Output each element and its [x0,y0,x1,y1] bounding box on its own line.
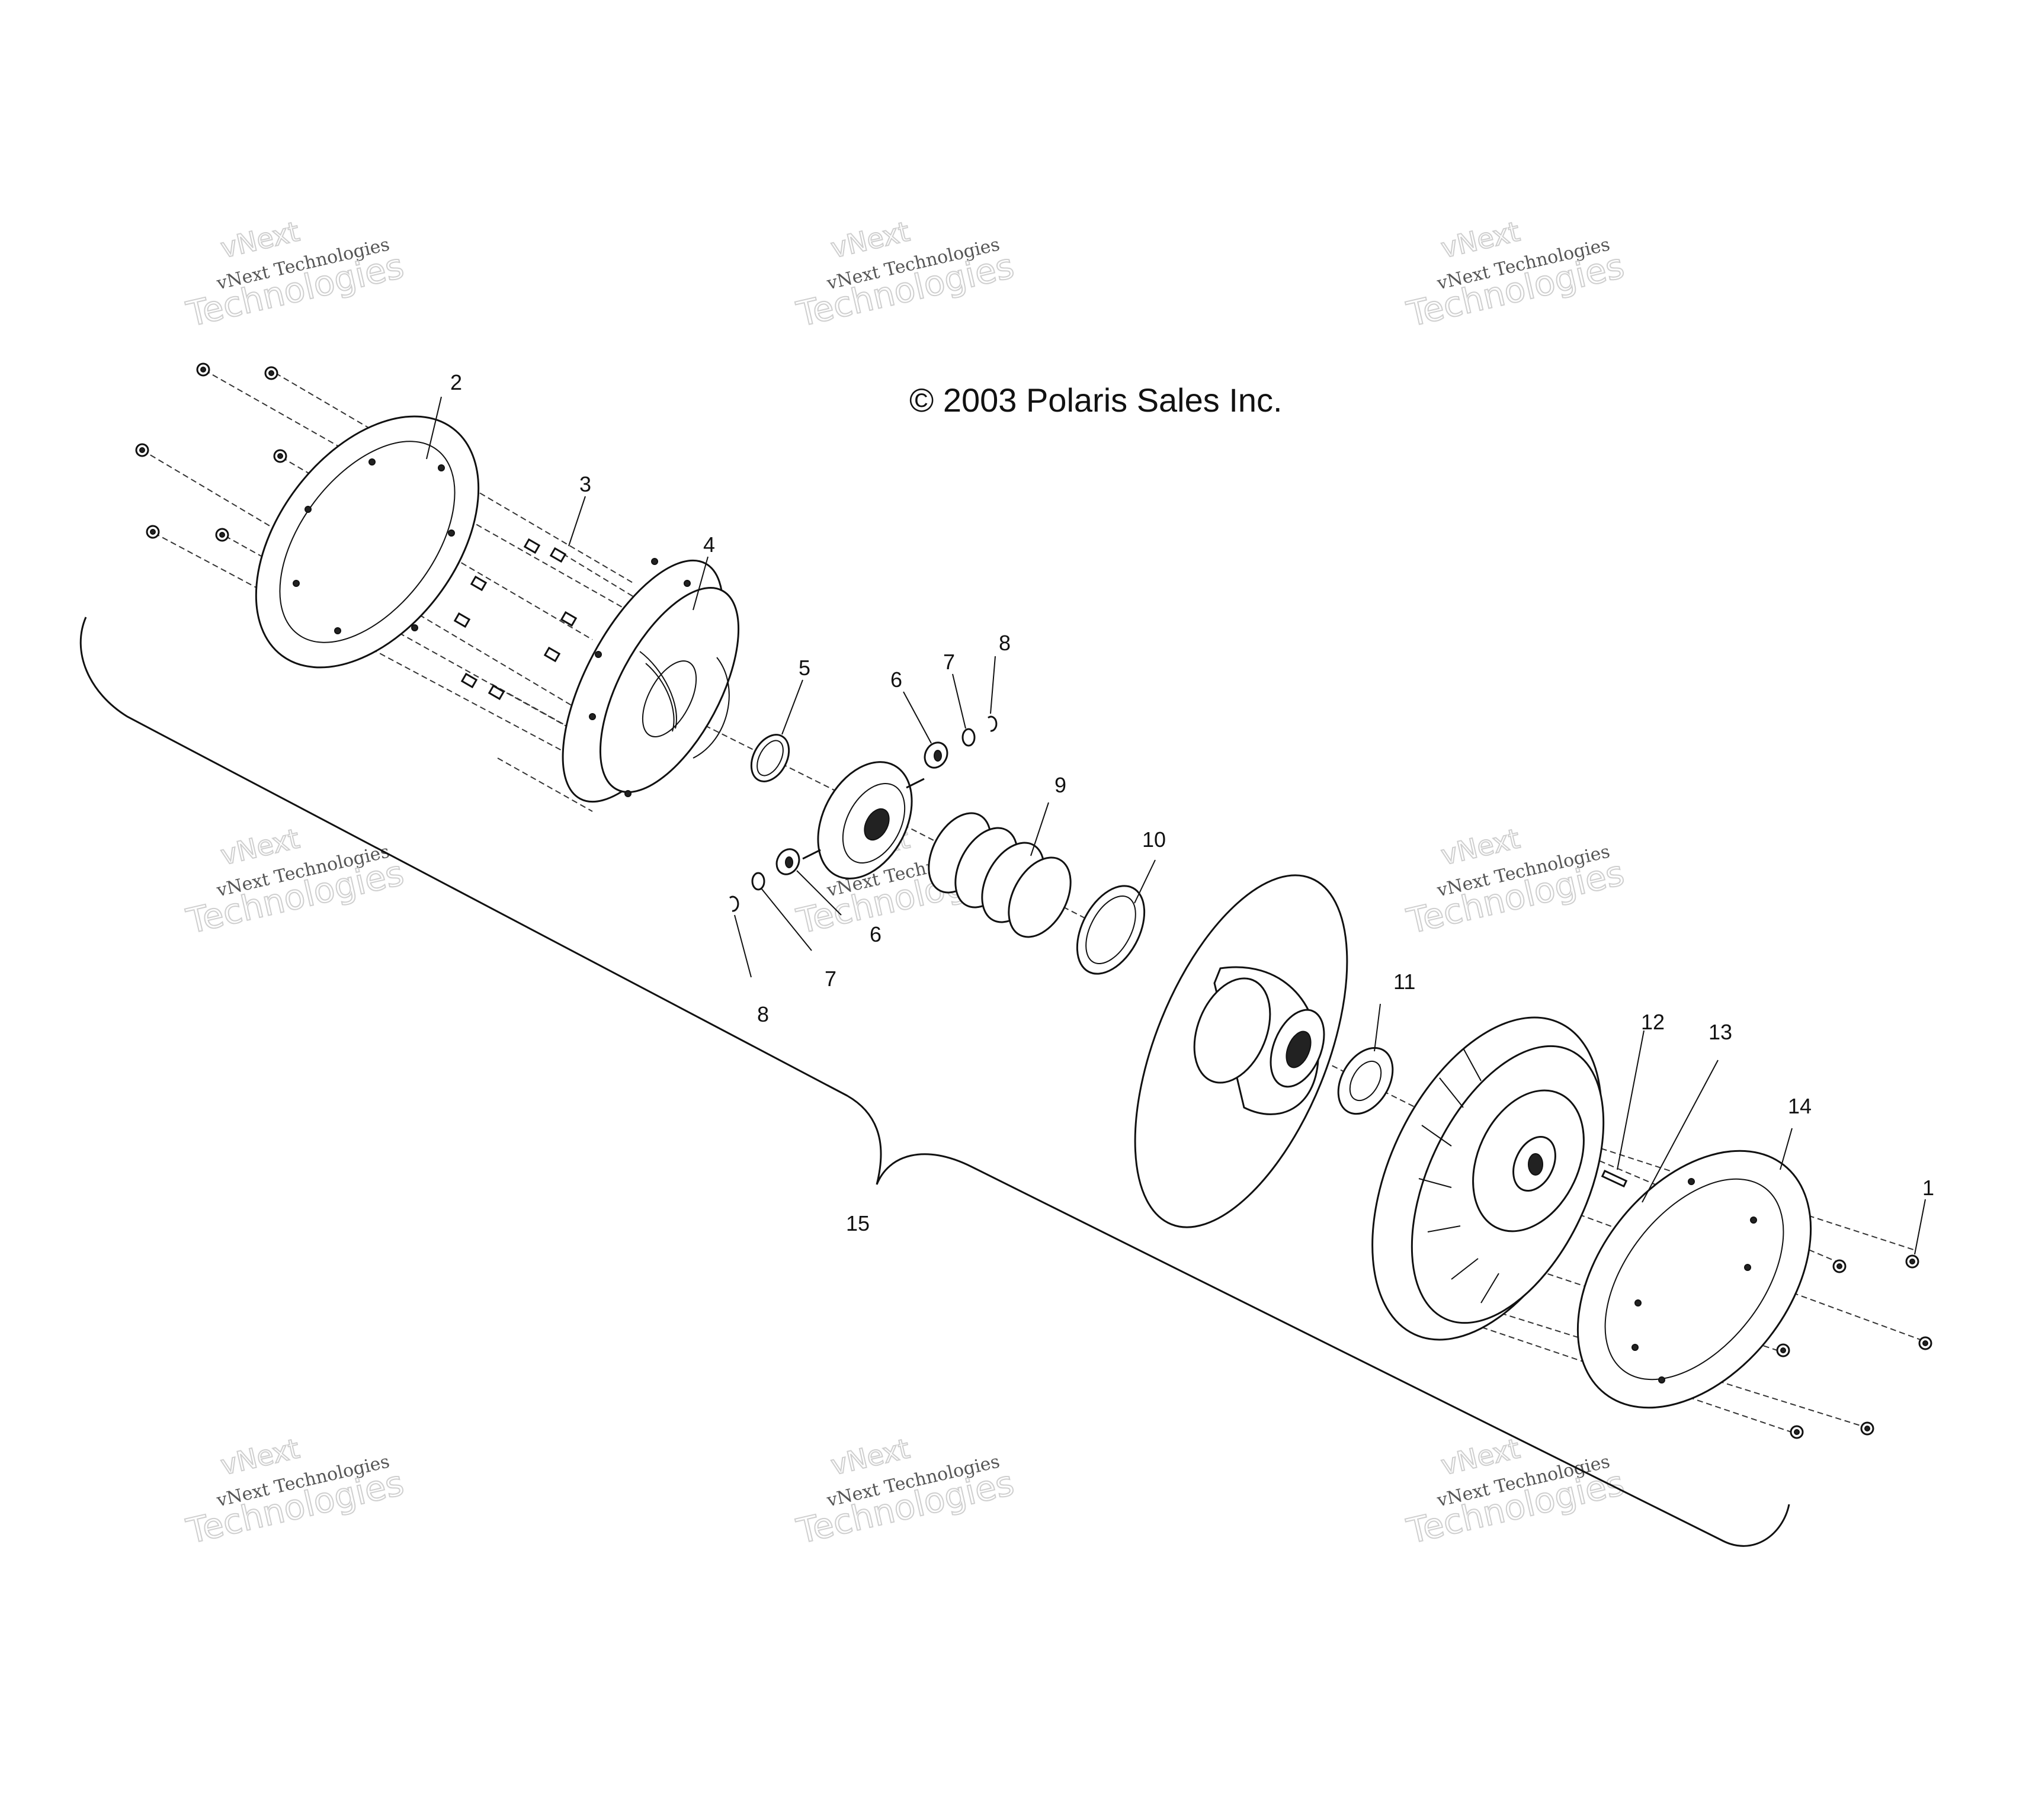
part-5-ring [750,734,790,782]
bolt [1790,1425,1804,1439]
part-7-washer-upper [961,728,976,747]
fasteners-rear [1776,1254,1932,1439]
watermark: vNext vNext Technologies Technologies [182,1431,408,1552]
callout-15: 15 [846,1211,870,1235]
callout-4: 4 [703,532,715,557]
callout-labels: 1 2 3 4 5 6 6 7 7 8 8 9 10 11 12 13 14 1… [450,370,1934,1235]
callout-9: 9 [1054,773,1066,797]
part-2-gasket-ring [255,415,480,669]
callout-14: 14 [1788,1094,1812,1118]
watermark: vNext vNext Technologies Technologies [182,214,408,335]
assembly-line [275,373,634,584]
bolt [196,362,210,377]
bolt [264,366,278,380]
part-4-housing [562,558,740,803]
part-8-clip-upper [988,715,998,732]
callout-13: 13 [1709,1020,1732,1044]
callout-11: 11 [1393,970,1415,994]
copyright-text: © 2003 Polaris Sales Inc. [909,381,1283,419]
callout-8-lower: 8 [757,1002,769,1026]
sheave [1134,874,1348,1228]
assembly-line [894,820,1108,930]
part-8-clip-lower [729,895,739,912]
part-10-bushing [1076,885,1146,975]
part-11-washer [1337,1047,1394,1115]
bolt [135,443,149,457]
part-7-washer-lower [751,872,765,891]
callout-7-lower: 7 [825,967,836,991]
callout-1: 1 [1922,1176,1934,1200]
watermark: vNext vNext Technologies Technologies [182,821,408,942]
callout-12: 12 [1641,1010,1665,1034]
callout-10: 10 [1142,827,1166,852]
bolt [1776,1343,1790,1357]
bolt [1918,1336,1932,1350]
part-14-gasket-ring [1576,1150,1812,1409]
bolt [273,449,287,463]
rear-sheave [1371,1016,1605,1341]
callout-6-lower: 6 [870,922,882,946]
bolt [1832,1259,1847,1273]
watermark: vNext vNext Technologies Technologies [1402,1431,1628,1552]
part-6-roller-upper [924,742,948,769]
part-3-screws [453,538,578,701]
watermark: vNext vNext Technologies Technologies [1402,214,1628,335]
bolt [146,525,160,539]
callout-7-upper: 7 [943,650,955,674]
spider-assembly [802,761,925,879]
callout-5: 5 [799,656,810,680]
assembly-line [562,553,646,605]
bolt [215,528,229,542]
leader-lines [426,396,1926,1255]
callout-6-upper: 6 [890,667,902,692]
fasteners-front [135,362,287,542]
callout-2: 2 [450,370,462,394]
part-12-pin [1601,1170,1628,1187]
watermark: vNext vNext Technologies Technologies [792,214,1018,335]
assembly-bracket [79,617,1790,1547]
watermark: vNext vNext Technologies Technologies [1402,821,1628,942]
callout-8-upper: 8 [999,631,1011,655]
bolt [1905,1254,1919,1269]
bolt [1860,1421,1874,1436]
watermark: vNext vNext Technologies Technologies [792,1431,1018,1552]
part-6-roller-lower [775,848,800,875]
watermarks: vNext vNext Technologies Technologies vN… [182,214,1628,1552]
assembly-line [497,757,593,812]
part-9-spring [928,812,1072,938]
callout-3: 3 [579,472,591,496]
